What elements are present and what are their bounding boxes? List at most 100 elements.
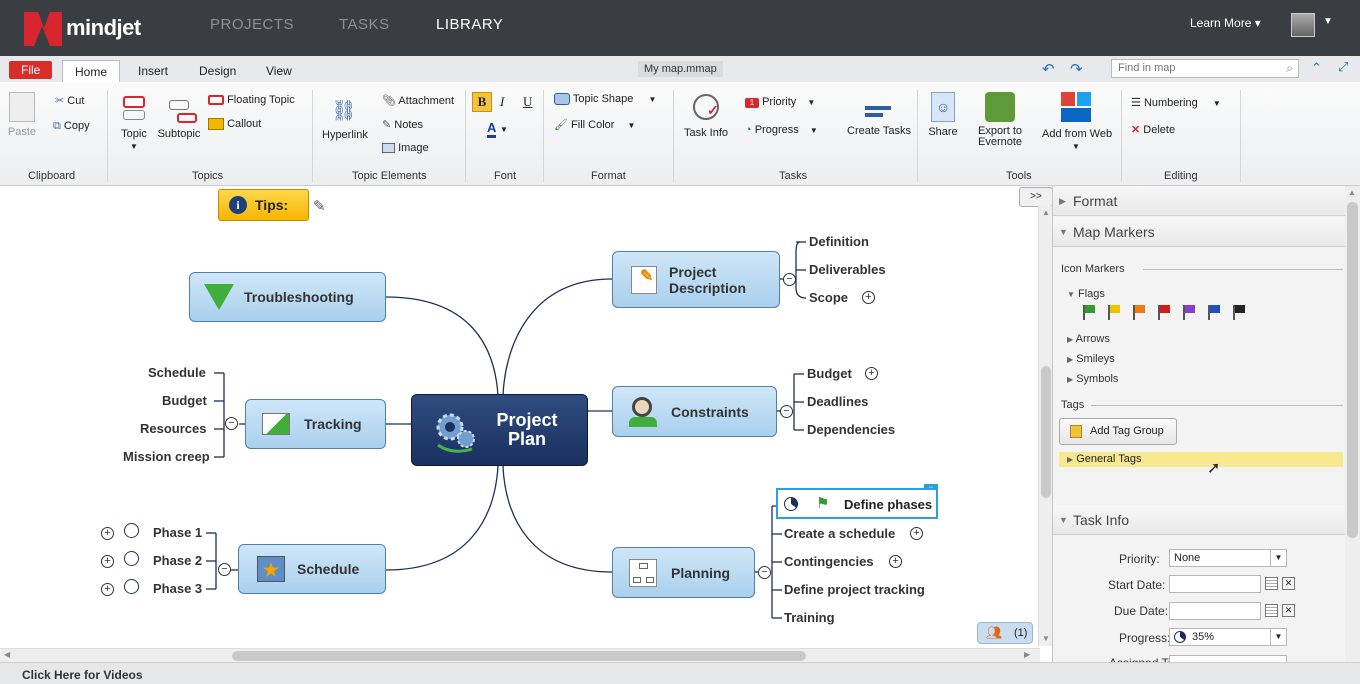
subtopic-definition[interactable]: Definition: [809, 234, 869, 249]
add-tag-group-button[interactable]: Add Tag Group: [1059, 418, 1177, 445]
topic-tracking[interactable]: Tracking: [245, 399, 386, 449]
subtopic-button[interactable]: Subtopic: [157, 100, 201, 140]
tab-home[interactable]: Home: [62, 60, 121, 82]
expand-toggle-icon[interactable]: +: [101, 527, 114, 540]
tab-insert[interactable]: Insert: [138, 64, 169, 78]
scroll-down-icon[interactable]: ▼: [1042, 634, 1050, 643]
fullscreen-icon[interactable]: ⤢: [1338, 59, 1349, 74]
subtopic-define-phases[interactable]: ↔ ⚑ Define phases: [776, 484, 938, 519]
topic-planning[interactable]: Planning: [612, 547, 755, 598]
fill-color-button[interactable]: 🖌︎ Fill Color ▼: [554, 118, 635, 131]
topic-troubleshooting[interactable]: Troubleshooting: [189, 272, 386, 322]
subtopic-create-schedule[interactable]: Create a schedule: [784, 526, 896, 541]
general-tags-row[interactable]: ▶ General Tags: [1059, 452, 1343, 467]
scrollbar-thumb[interactable]: [1041, 366, 1051, 498]
italic-button[interactable]: I: [500, 94, 505, 109]
collapse-toggle-icon[interactable]: −: [783, 273, 796, 286]
start-date-input[interactable]: [1169, 575, 1261, 593]
task-info-button[interactable]: ✓ Task Info: [684, 94, 728, 139]
subtopic-resources[interactable]: Resources: [140, 421, 207, 436]
toggle-panel-button[interactable]: >>: [1019, 187, 1053, 207]
subtopic-phase-1[interactable]: Phase 1: [153, 525, 203, 540]
task-info-section-header[interactable]: ▼Task Info: [1053, 505, 1346, 535]
due-date-input[interactable]: [1169, 602, 1261, 620]
calendar-icon[interactable]: [1265, 604, 1278, 617]
find-in-map-box[interactable]: ⌕: [1111, 59, 1299, 78]
hyperlink-button[interactable]: ⛓ Hyperlink: [322, 98, 368, 141]
videos-link[interactable]: Click Here for Videos: [22, 668, 143, 682]
expand-toggle-icon[interactable]: +: [910, 527, 923, 540]
tab-file[interactable]: File: [9, 61, 53, 79]
notes-button[interactable]: ✎ Notes: [382, 118, 423, 131]
add-from-web-button[interactable]: Add from Web▼: [1042, 92, 1112, 152]
clear-icon[interactable]: ✕: [1282, 604, 1295, 617]
panel-scrollbar[interactable]: ▲: [1345, 186, 1360, 662]
priority-button[interactable]: 1 Priority ▼: [745, 96, 815, 108]
copy-button[interactable]: ⧉ Copy: [53, 120, 90, 133]
attachment-button[interactable]: 📎︎ Attachment: [382, 94, 454, 107]
nav-library[interactable]: LIBRARY: [436, 16, 504, 33]
collapse-toggle-icon[interactable]: −: [218, 563, 231, 576]
selection-handle-icon[interactable]: ↔: [924, 484, 938, 490]
subtopic-phase-3[interactable]: Phase 3: [153, 581, 203, 596]
scroll-left-icon[interactable]: ◀: [4, 650, 11, 659]
collapse-toggle-icon[interactable]: −: [225, 417, 238, 430]
clear-icon[interactable]: ✕: [1282, 577, 1295, 590]
vertical-scrollbar[interactable]: ▲ ▼: [1038, 206, 1052, 646]
progress-button[interactable]: ◔ Progress ▼: [745, 124, 818, 136]
share-button[interactable]: ☺ Share: [928, 92, 958, 138]
undo-icon[interactable]: ↶: [1042, 61, 1055, 78]
subtopic-budget[interactable]: Budget: [162, 393, 207, 408]
callout-button[interactable]: Callout: [208, 118, 261, 131]
symbols-group[interactable]: ▶ Symbols: [1067, 373, 1118, 385]
mindjet-logo[interactable]: mindjet: [22, 12, 162, 46]
arrows-group[interactable]: ▶ Arrows: [1067, 333, 1110, 345]
topic-schedule[interactable]: ★ Schedule: [238, 544, 386, 594]
collaborators-badge[interactable]: 👥︎ (1): [977, 622, 1033, 644]
topic-shape-button[interactable]: Topic Shape ▼: [554, 93, 656, 106]
expand-toggle-icon[interactable]: +: [862, 291, 875, 304]
subtopic-dependencies[interactable]: Dependencies: [807, 422, 896, 437]
flag-marker-icon[interactable]: [1156, 304, 1172, 320]
notes-icon[interactable]: ✎: [313, 198, 326, 215]
tab-view[interactable]: View: [266, 64, 292, 78]
collapse-toggle-icon[interactable]: −: [780, 405, 793, 418]
flag-marker-icon[interactable]: [1231, 304, 1247, 320]
flag-marker-icon[interactable]: [1106, 304, 1122, 320]
tab-design[interactable]: Design: [199, 64, 237, 78]
scroll-right-icon[interactable]: ▶: [1024, 650, 1031, 659]
flag-marker-icon[interactable]: [1206, 304, 1222, 320]
topic-button[interactable]: Topic▼: [118, 96, 150, 152]
format-section-header[interactable]: ▶Format: [1053, 186, 1346, 216]
subtopic-mission-creep[interactable]: Mission creep: [123, 449, 210, 464]
topic-constraints[interactable]: Constraints: [612, 386, 777, 437]
scrollbar-thumb[interactable]: [1347, 202, 1358, 538]
subtopic-contingencies[interactable]: Contingencies: [784, 554, 874, 569]
topic-dropdown-icon[interactable]: ▼: [130, 142, 138, 151]
collapse-toggle-icon[interactable]: −: [758, 566, 771, 579]
scroll-up-icon[interactable]: ▲: [1348, 188, 1356, 197]
learn-more-menu[interactable]: Learn More ▾: [1190, 16, 1261, 30]
expand-toggle-icon[interactable]: +: [889, 555, 902, 568]
bold-button[interactable]: B: [472, 92, 492, 112]
numbering-button[interactable]: ☰ Numbering ▼: [1131, 96, 1221, 109]
floating-topic-button[interactable]: Floating Topic: [208, 94, 295, 106]
subtopic-deadlines[interactable]: Deadlines: [807, 394, 869, 409]
cut-button[interactable]: ✂ Cut: [55, 94, 84, 107]
scroll-up-icon[interactable]: ▲: [1042, 208, 1050, 217]
subtopic-deliverables[interactable]: Deliverables: [809, 262, 886, 277]
map-markers-section-header[interactable]: ▼Map Markers: [1053, 217, 1346, 247]
flag-marker-icon[interactable]: [1081, 304, 1097, 320]
nav-tasks[interactable]: TASKS: [339, 16, 390, 33]
create-tasks-button[interactable]: Create Tasks: [847, 106, 911, 137]
flag-marker-icon[interactable]: [1181, 304, 1197, 320]
smileys-group[interactable]: ▶ Smileys: [1067, 353, 1115, 365]
redo-icon[interactable]: ↷: [1070, 61, 1083, 78]
horizontal-scrollbar[interactable]: ◀ ▶: [0, 648, 1040, 662]
subtopic-schedule[interactable]: Schedule: [148, 365, 206, 380]
subtopic-training[interactable]: Training: [784, 610, 835, 625]
